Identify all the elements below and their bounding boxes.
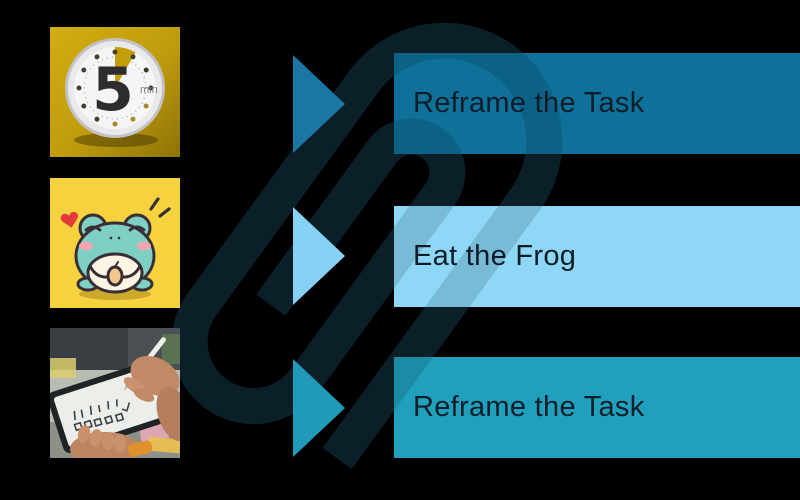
frog-eyes xyxy=(84,225,146,232)
step-label-1: Reframe the Task xyxy=(413,87,645,119)
step-bar-1: Reframe the Task xyxy=(394,53,800,154)
tablet-photo xyxy=(50,328,180,458)
frog-illustration xyxy=(74,213,156,294)
arrow-right-icon-3 xyxy=(293,359,345,457)
frog-photo xyxy=(50,178,180,308)
step-label-3: Reframe the Task xyxy=(413,391,645,423)
timer-number: 5 xyxy=(92,55,134,125)
arrow-right-icon-2 xyxy=(293,207,345,305)
step-label-2: Eat the Frog xyxy=(413,240,577,272)
motion-lines xyxy=(149,197,171,218)
five-minute-wedge xyxy=(115,47,136,88)
hour-dots xyxy=(76,49,154,127)
timer-unit: min xyxy=(140,84,158,96)
orange-watch xyxy=(127,440,153,457)
timer-photo: 5 min xyxy=(50,27,180,157)
heart-icon xyxy=(60,211,79,228)
clock-face: 5 min xyxy=(65,38,165,138)
step-bar-2: Eat the Frog xyxy=(394,206,800,307)
checklist-scribbles xyxy=(73,399,131,432)
arrow-right-icon-1 xyxy=(293,55,345,153)
step-bar-3: Reframe the Task xyxy=(394,357,800,458)
